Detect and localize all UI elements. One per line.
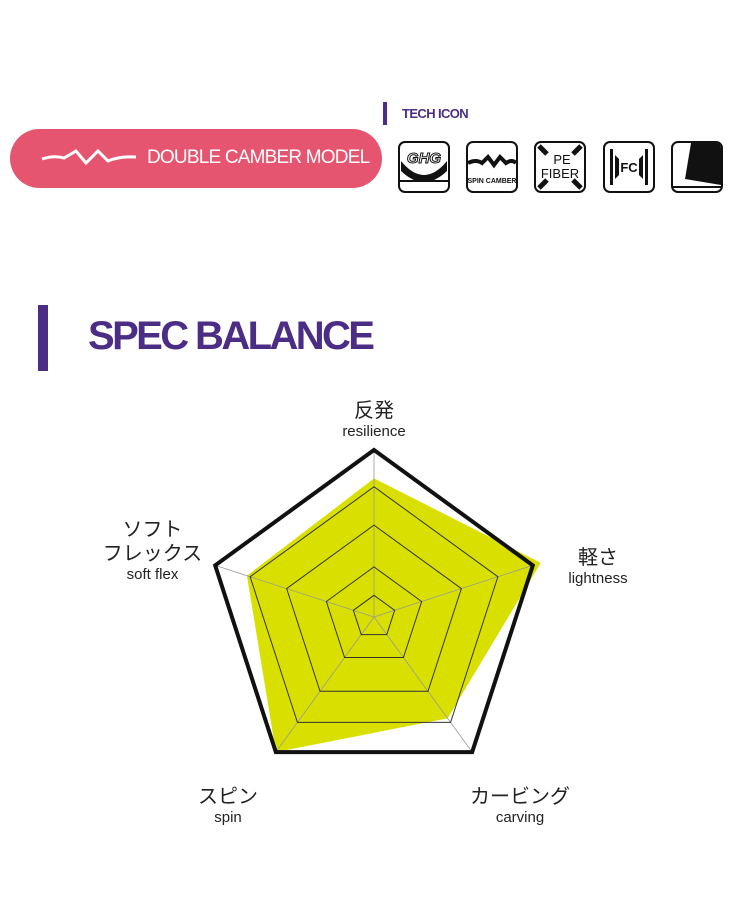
label-carving: カービング carving	[470, 786, 570, 826]
svg-text:GHG: GHG	[407, 150, 442, 167]
tech-icon-title: TECH ICON	[402, 106, 469, 121]
tech-accent-bar	[383, 102, 387, 125]
spec-accent-bar	[38, 305, 48, 371]
double-camber-wave-icon	[41, 149, 137, 166]
pe-fiber-icon: PE FIBER	[534, 141, 586, 193]
data-area	[246, 478, 541, 753]
badge-label: DOUBLE CAMBER MODEL	[147, 147, 370, 168]
double-camber-badge: DOUBLE CAMBER MODEL	[10, 129, 382, 188]
ghg-icon: GHG	[398, 141, 450, 193]
svg-text:FC: FC	[620, 160, 638, 175]
label-lightness: 軽さ lightness	[568, 547, 628, 587]
section-title: SPEC BALANCE	[88, 314, 375, 358]
svg-text:FIBER: FIBER	[541, 166, 579, 181]
svg-text:PE: PE	[553, 152, 571, 167]
label-spin: スピン spin	[198, 786, 258, 826]
svg-text:SPIN CAMBER: SPIN CAMBER	[467, 178, 516, 185]
spin-camber-icon: SPIN CAMBER	[466, 141, 518, 193]
fc-icon: FC	[603, 141, 655, 193]
label-soft-flex: ソフト フレックス soft flex	[102, 519, 203, 583]
label-resilience: 反発 resilience	[342, 400, 406, 440]
sidewall-icon	[671, 141, 723, 193]
